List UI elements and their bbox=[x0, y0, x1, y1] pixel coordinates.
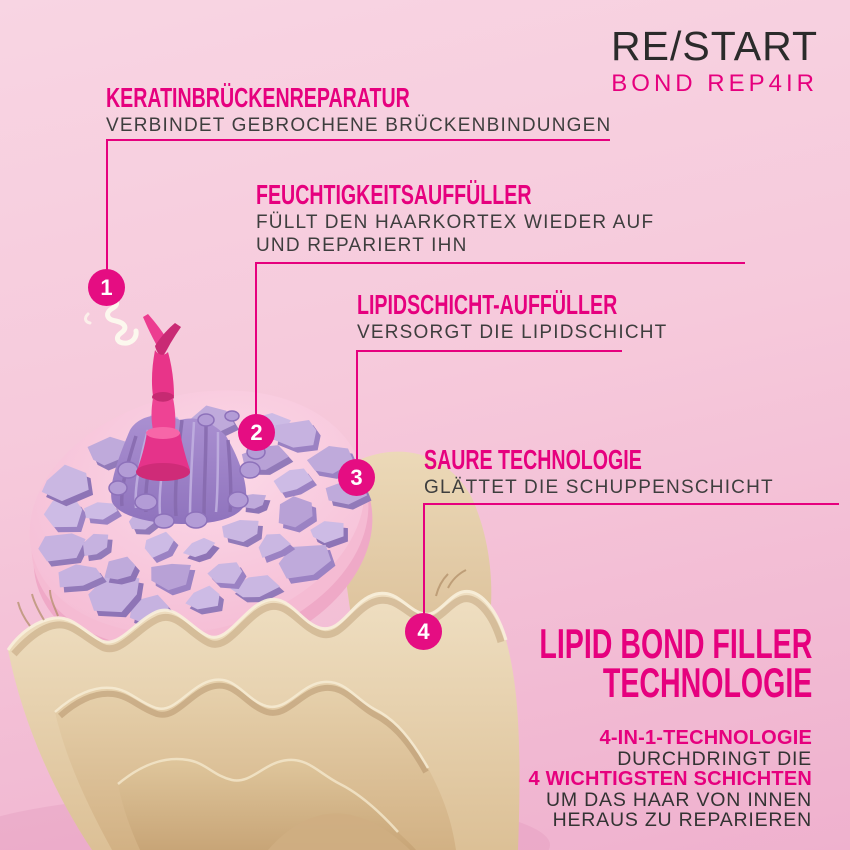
marker-badge-2: 2 bbox=[238, 414, 275, 451]
connector-2-vertical bbox=[255, 262, 257, 417]
callout-4-title: SAURE TECHNOLOGIE bbox=[424, 444, 642, 475]
body-line-1: 4-IN-1-TECHNOLOGIE bbox=[599, 727, 812, 749]
cuticle-front-layers bbox=[6, 569, 520, 850]
brand-name: RE/START bbox=[611, 23, 818, 69]
callout-moisture: FEUCHTIGKEITSAUFFÜLLER FÜLLT DEN HAARKOR… bbox=[256, 181, 654, 257]
callout-lipid: LIPIDSCHICHT-AUFFÜLLER VERSORGT DIE LIPI… bbox=[357, 291, 729, 345]
marker-badge-1: 1 bbox=[88, 269, 125, 306]
headline-line1: LIPID BOND FILLER bbox=[539, 620, 812, 667]
connector-1-vertical bbox=[106, 139, 108, 272]
connector-3-vertical bbox=[356, 350, 358, 462]
connector-2-horizontal bbox=[255, 262, 745, 264]
callout-2-desc-line1: FÜLLT DEN HAARKORTEX WIEDER AUF bbox=[256, 212, 655, 233]
brand-logo: RE/START BOND REP4IR bbox=[611, 24, 818, 98]
connector-1-horizontal bbox=[106, 139, 610, 141]
callout-1-title: KERATINBRÜCKENREPARATUR bbox=[106, 82, 410, 113]
callout-acidic: SAURE TECHNOLOGIE GLÄTTET DIE SCHUPPENSC… bbox=[424, 446, 774, 500]
callout-1-desc: VERBINDET GEBROCHENE BRÜCKENBINDUNGEN bbox=[106, 115, 612, 136]
brand-subtitle: BOND REP4IR bbox=[611, 70, 818, 97]
headline-line2: TECHNOLOGIE bbox=[602, 659, 812, 706]
body-line-4: UM DAS HAAR VON INNEN bbox=[546, 788, 812, 811]
keratin-bond-ribbon bbox=[136, 314, 190, 481]
connector-3-horizontal bbox=[356, 350, 622, 352]
callout-2-desc-line2: UND REPARIERT IHN bbox=[256, 234, 468, 256]
connector-4-vertical bbox=[423, 503, 425, 616]
callout-3-desc: VERSORGT DIE LIPIDSCHICHT bbox=[357, 322, 668, 343]
marker-badge-3: 3 bbox=[338, 459, 375, 496]
callout-keratin: KERATINBRÜCKENREPARATUR VERBINDET GEBROC… bbox=[106, 84, 611, 138]
cuticle-fuzz bbox=[17, 569, 467, 627]
body-line-2: DURCHDRINGT DIE bbox=[617, 747, 812, 770]
main-headline: LIPID BOND FILLER TECHNOLOGIE bbox=[411, 620, 812, 706]
connector-4-horizontal bbox=[423, 503, 839, 505]
corkscrew-icon bbox=[84, 294, 139, 346]
marker-badge-4: 4 bbox=[405, 613, 442, 650]
body-line-3: 4 WICHTIGSTEN SCHICHTEN bbox=[528, 768, 812, 791]
callout-3-title: LIPIDSCHICHT-AUFFÜLLER bbox=[357, 289, 618, 320]
callout-4-desc: GLÄTTET DIE SCHUPPENSCHICHT bbox=[424, 477, 774, 498]
body-line-5: HERAUS ZU REPARIEREN bbox=[552, 809, 812, 832]
callout-2-title: FEUCHTIGKEITSAUFFÜLLER bbox=[256, 179, 532, 210]
technology-description: 4-IN-1-TECHNOLOGIE DURCHDRINGT DIE 4 WIC… bbox=[529, 728, 813, 831]
